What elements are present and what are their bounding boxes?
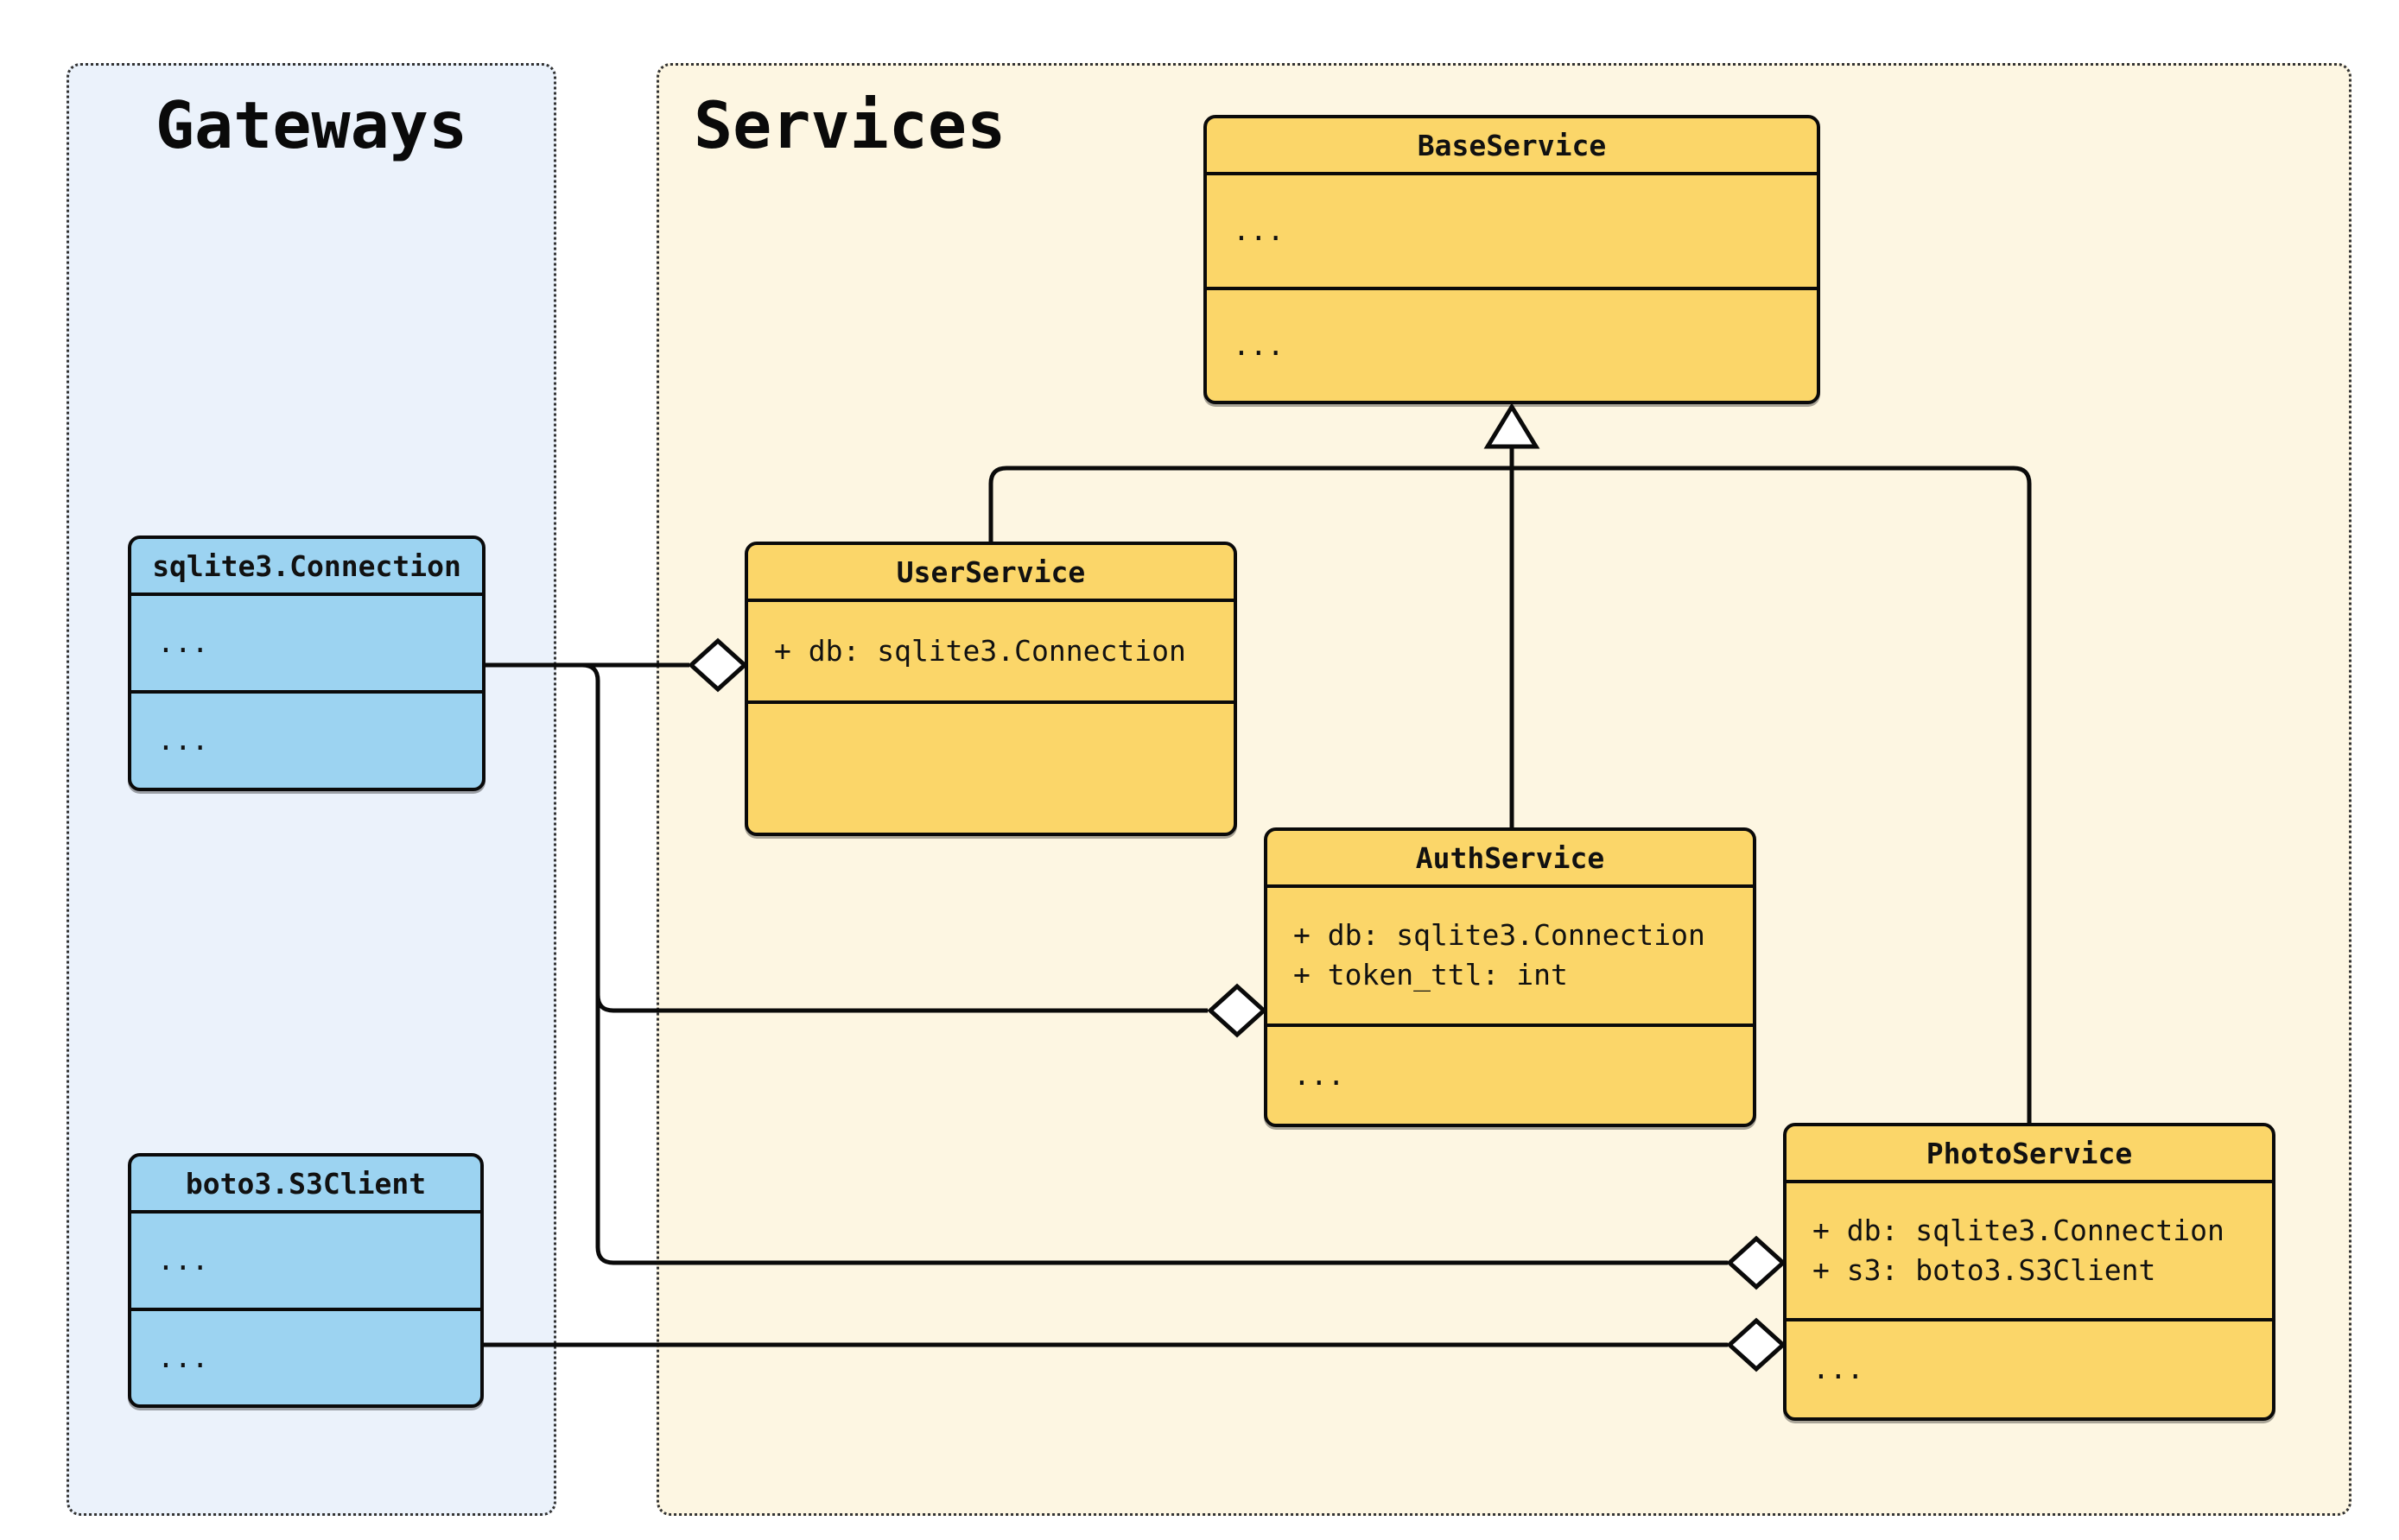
class-photoservice-name: PhotoService	[1787, 1126, 2272, 1183]
method-line: ...	[1812, 1352, 1864, 1386]
class-userservice-name: UserService	[748, 545, 1234, 602]
attribute-line: + s3: boto3.S3Client	[1812, 1252, 2156, 1287]
class-userservice-methods	[748, 704, 1234, 833]
class-authservice-name: AuthService	[1267, 831, 1753, 888]
class-userservice-attributes: + db: sqlite3.Connection	[748, 602, 1234, 705]
group-gateways-title: Gateways	[155, 87, 468, 163]
class-authservice-attributes: + db: sqlite3.Connection + token_ttl: in…	[1267, 888, 1753, 1027]
class-baseservice-attributes: ...	[1207, 175, 1817, 290]
class-baseservice: BaseService ... ...	[1203, 115, 1820, 404]
attribute-line: + token_ttl: int	[1293, 958, 1568, 992]
attribute-line: ...	[1233, 213, 1285, 248]
attribute-line: ...	[157, 625, 209, 660]
class-baseservice-name: BaseService	[1207, 118, 1817, 175]
class-boto3-s3client: boto3.S3Client ... ...	[128, 1153, 484, 1408]
class-photoservice: PhotoService + db: sqlite3.Connection + …	[1783, 1123, 2275, 1421]
class-sqlite3-connection-name: sqlite3.Connection	[131, 539, 482, 596]
class-photoservice-methods: ...	[1787, 1321, 2272, 1417]
attribute-line: ...	[157, 1243, 209, 1277]
class-authservice: AuthService + db: sqlite3.Connection + t…	[1264, 827, 1756, 1127]
class-boto3-s3client-methods: ...	[131, 1311, 480, 1405]
group-services-title: Services	[694, 87, 1006, 163]
attribute-line: + db: sqlite3.Connection	[1293, 918, 1705, 953]
class-sqlite3-connection: sqlite3.Connection ... ...	[128, 536, 486, 791]
method-line: ...	[157, 1340, 209, 1374]
class-userservice: UserService + db: sqlite3.Connection	[745, 542, 1237, 836]
attribute-line: + db: sqlite3.Connection	[1812, 1213, 2224, 1247]
method-line: ...	[1293, 1057, 1345, 1092]
class-sqlite3-connection-attributes: ...	[131, 596, 482, 694]
class-sqlite3-connection-methods: ...	[131, 694, 482, 788]
class-baseservice-methods: ...	[1207, 290, 1817, 402]
class-authservice-methods: ...	[1267, 1027, 1753, 1124]
class-boto3-s3client-attributes: ...	[131, 1214, 480, 1311]
class-boto3-s3client-name: boto3.S3Client	[131, 1157, 480, 1214]
method-line: ...	[1233, 327, 1285, 362]
class-photoservice-attributes: + db: sqlite3.Connection + s3: boto3.S3C…	[1787, 1183, 2272, 1321]
attribute-line: + db: sqlite3.Connection	[774, 634, 1186, 669]
method-line: ...	[157, 723, 209, 757]
